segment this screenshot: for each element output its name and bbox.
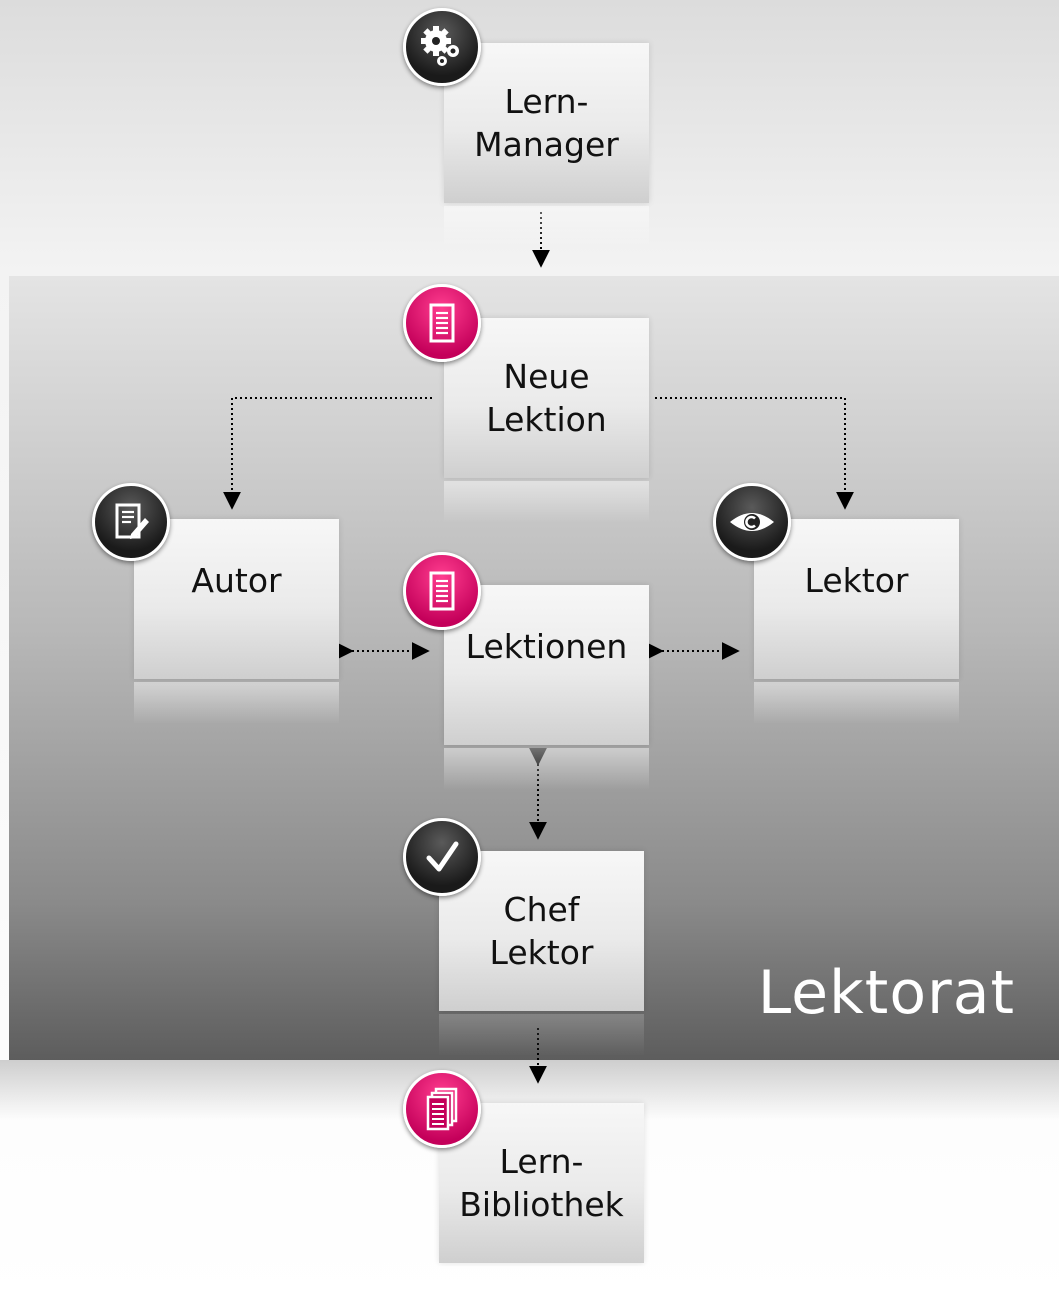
arrow-neue-to-autor xyxy=(223,397,432,510)
node-lern-manager: Lern- Manager xyxy=(444,43,649,248)
node-label: Autor xyxy=(191,561,282,600)
reflection xyxy=(444,748,649,790)
node-label: Lektionen xyxy=(465,627,628,666)
reflection xyxy=(439,1266,644,1296)
node-label: Lektor xyxy=(804,561,909,600)
region-label: Lektorat xyxy=(757,958,1015,1028)
node-label: Lern- Bibliothek xyxy=(459,1142,624,1224)
node-box: Neue Lektion xyxy=(444,318,649,478)
document-icon xyxy=(403,284,481,362)
node-box: Lektionen xyxy=(444,585,649,745)
node-box: Autor xyxy=(134,519,339,679)
reflection xyxy=(439,1014,644,1056)
checkmark-icon xyxy=(403,818,481,896)
node-label: Chef Lektor xyxy=(489,890,594,972)
document-icon xyxy=(403,552,481,630)
node-box: Lektor xyxy=(754,519,959,679)
node-label: Lern- Manager xyxy=(474,82,619,164)
node-lern-bibliothek: Lern- Bibliothek xyxy=(439,1103,644,1296)
node-label: Neue Lektion xyxy=(486,357,607,439)
node-lektor: Lektor xyxy=(754,519,959,724)
node-autor: Autor xyxy=(134,519,339,724)
reflection xyxy=(134,682,339,724)
documents-stack-icon xyxy=(403,1070,481,1148)
reflection xyxy=(754,682,959,724)
node-box: Lern- Manager xyxy=(444,43,649,203)
node-box: Lern- Bibliothek xyxy=(439,1103,644,1263)
eye-icon xyxy=(713,483,791,561)
reflection xyxy=(444,481,649,523)
edit-document-icon xyxy=(92,483,170,561)
node-neue-lektion: Neue Lektion xyxy=(444,318,649,523)
reflection xyxy=(444,206,649,248)
gears-icon xyxy=(403,8,481,86)
node-lektionen: Lektionen xyxy=(444,585,649,790)
arrow-neue-to-lektor xyxy=(655,397,854,510)
